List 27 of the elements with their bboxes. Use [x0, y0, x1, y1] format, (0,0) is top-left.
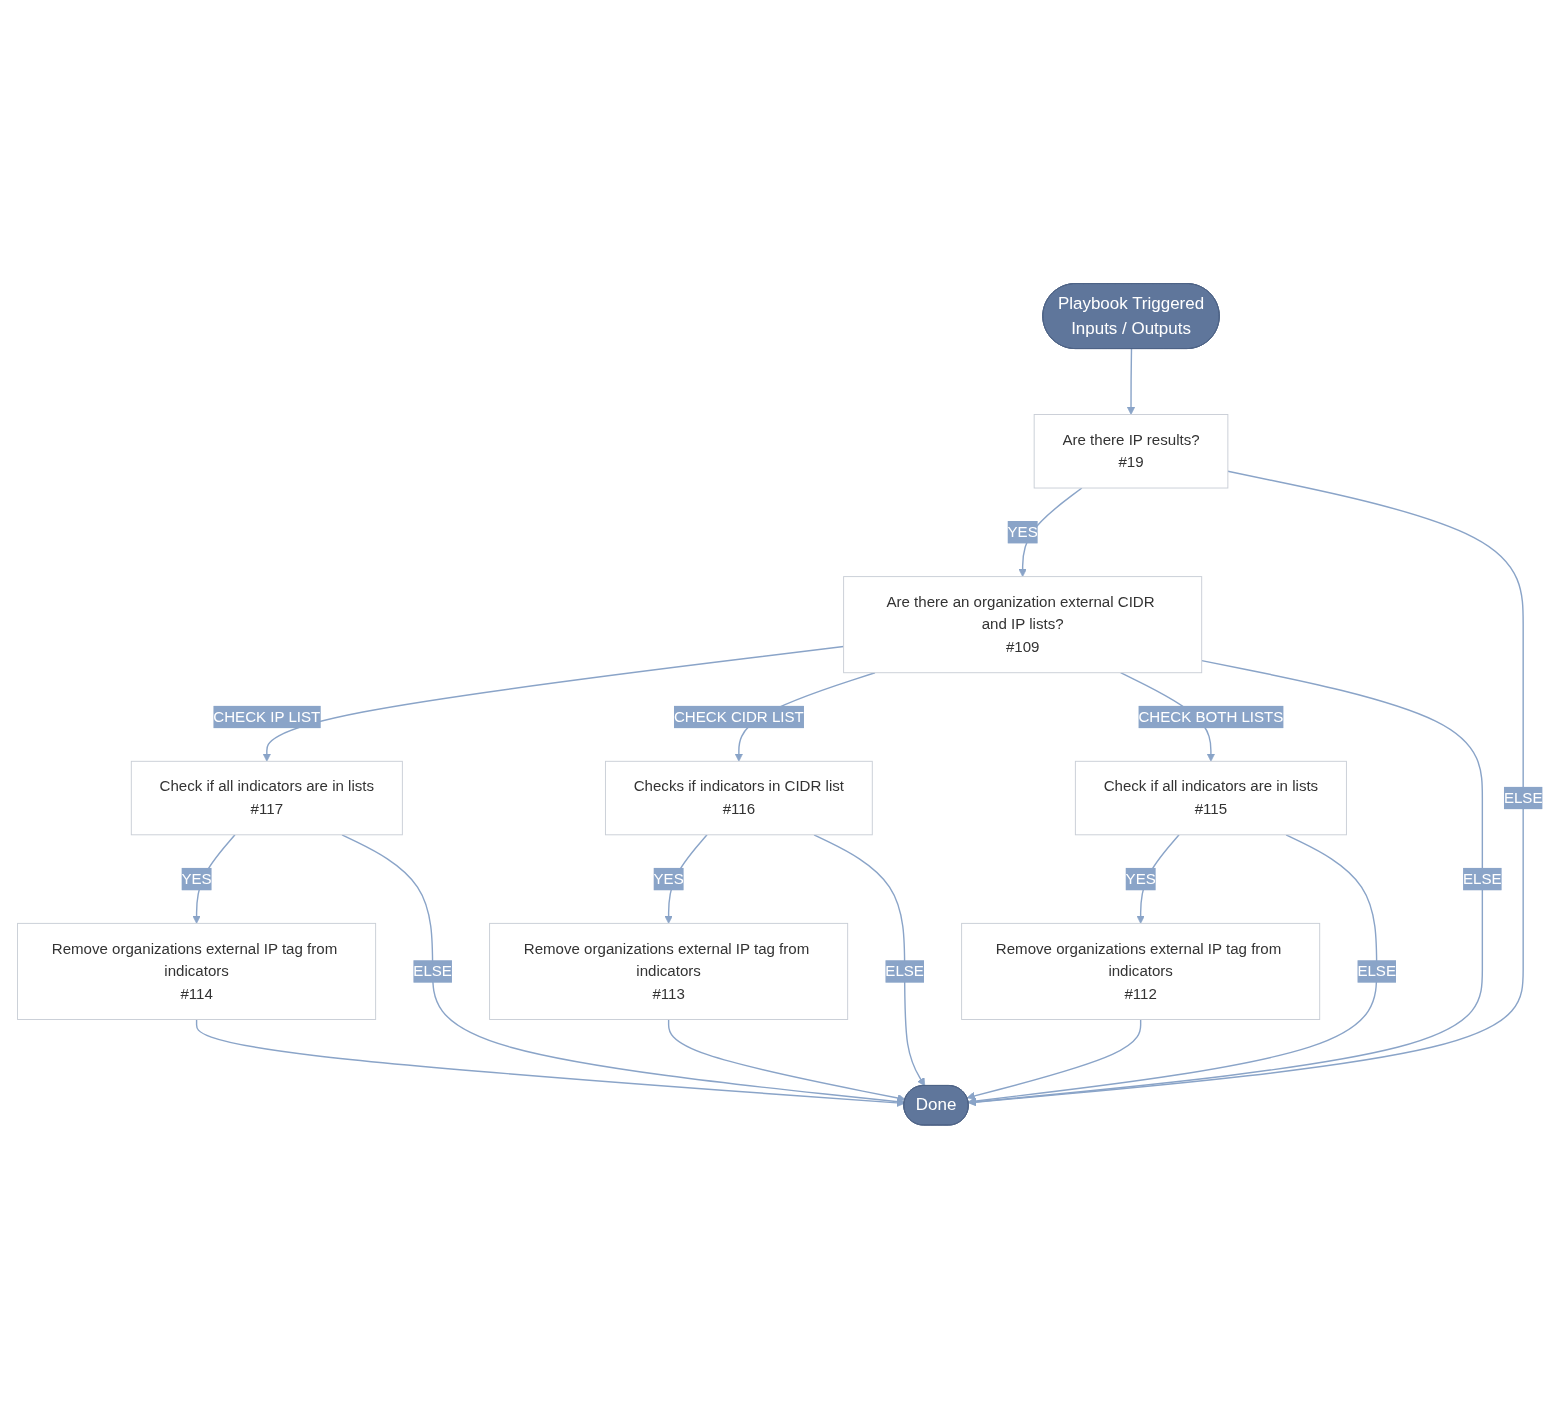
node-box: Remove organizations external IP tag from indicators #113 — [489, 923, 849, 1021]
arrow — [667, 1019, 906, 1103]
edge-label: ELSE — [1463, 870, 1502, 887]
edge-label: ELSE — [885, 963, 924, 980]
node-box: Remove organizations external IP tag from indicators #112 — [961, 923, 1321, 1021]
node-box: Are there an organization external CIDR and IP lists? #109 — [843, 576, 1203, 674]
arrow — [966, 1019, 1142, 1101]
arrow — [195, 1019, 905, 1108]
arrow — [1126, 348, 1136, 416]
arrow — [968, 660, 1484, 1107]
arrow — [968, 470, 1524, 1107]
edge-label: ELSE — [413, 963, 452, 980]
node-box: Are there IP results? #19 — [1033, 414, 1229, 489]
edge-label: YES — [1007, 524, 1038, 541]
edge-label: ELSE — [1503, 789, 1543, 806]
edge-label: YES — [181, 870, 212, 887]
edge-label: YES — [653, 870, 684, 887]
edge-label: YES — [1125, 870, 1156, 887]
node-box: Remove organizations external IP tag from indicators #114 — [17, 923, 377, 1021]
node-box: Check if all indicators are in lists #117 — [130, 761, 403, 836]
node-box: Checks if indicators in CIDR list #116 — [604, 761, 873, 836]
node-box: Check if all indicators are in lists #115 — [1074, 761, 1347, 836]
arrow — [262, 646, 845, 762]
edge-label: CHECK CIDR LIST — [673, 708, 804, 725]
edge-label: CHECK BOTH LISTS — [1138, 708, 1284, 725]
edge-label: ELSE — [1357, 963, 1396, 980]
edge-label: CHECK IP LIST — [213, 708, 321, 725]
